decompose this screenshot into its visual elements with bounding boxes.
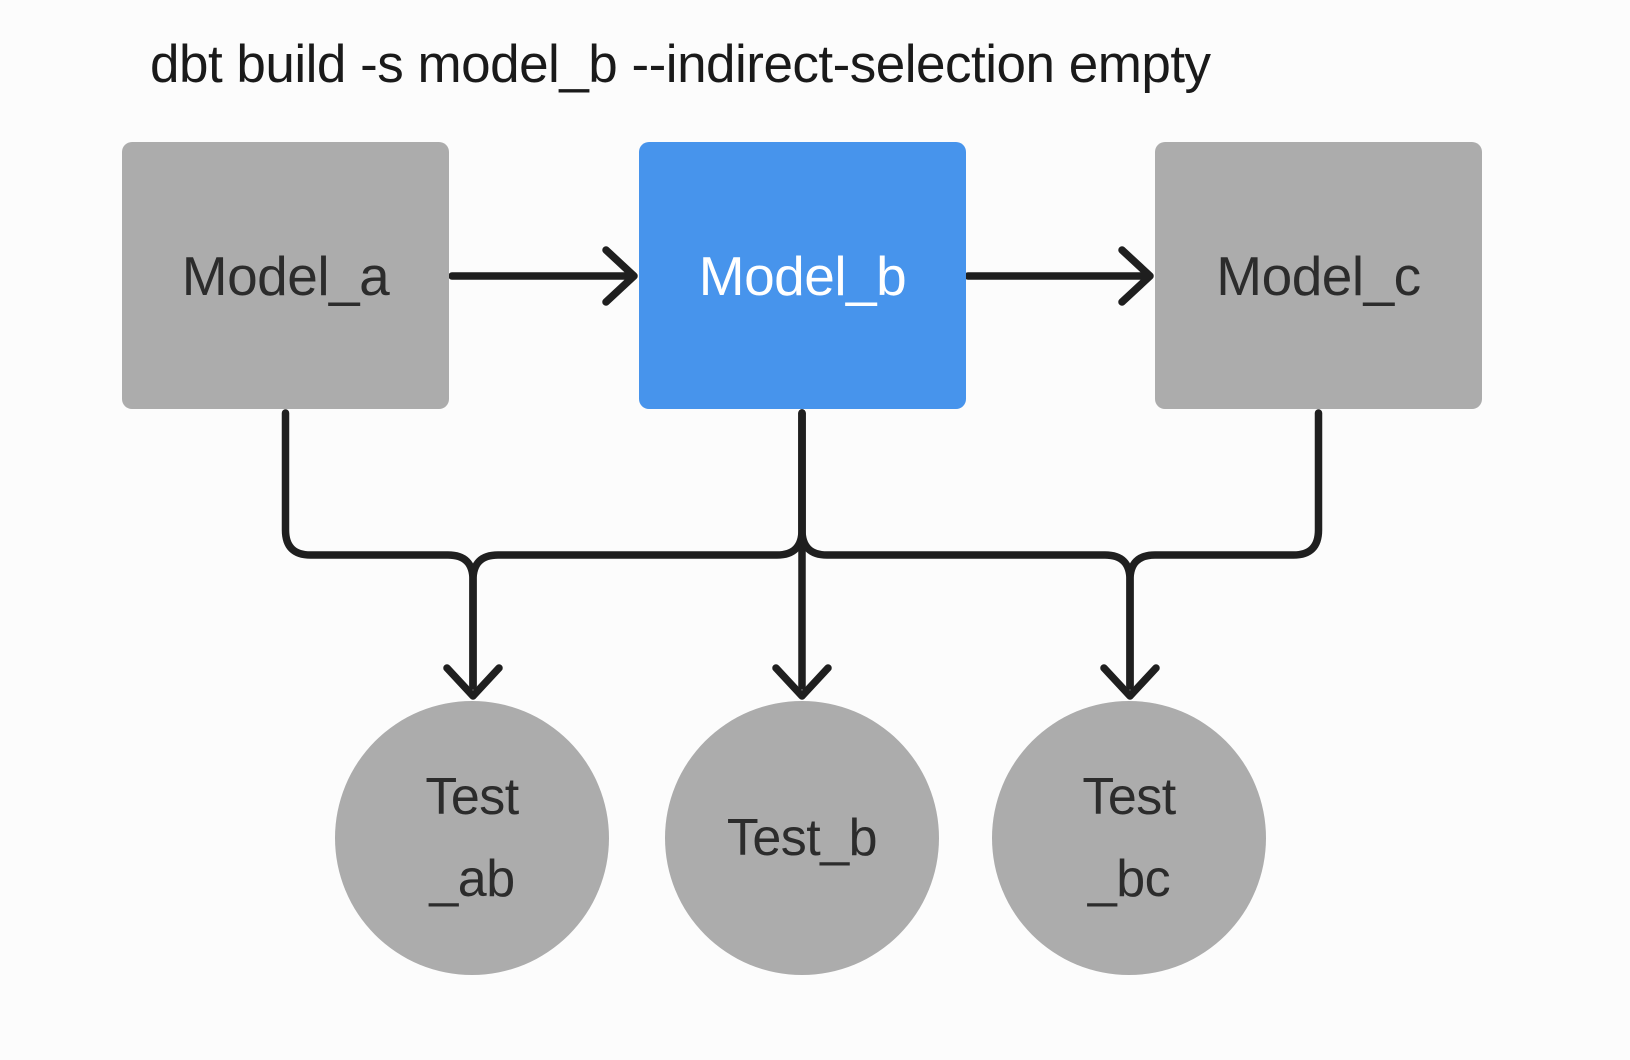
node-test-ab: Test _ab [335, 701, 609, 975]
arrowhead-test_ab-icon [443, 664, 503, 700]
node-model-b-label: Model_b [698, 244, 907, 307]
edge-model_a-test_ab [281, 409, 477, 690]
edge-model_a-model_b [448, 246, 638, 306]
node-model-a-label: Model_a [181, 244, 390, 307]
edge-model_b-test_ab [469, 409, 806, 690]
node-test-b-label: Test_b [726, 808, 878, 867]
arrowhead-test_bc-icon [1100, 664, 1160, 700]
node-model-b-selected: Model_b [639, 142, 966, 409]
diagram-title-command: dbt build -s model_b --indirect-selectio… [150, 35, 1211, 94]
edge-model_b-model_c [964, 246, 1154, 306]
edge-model_b-test_bc [798, 409, 1134, 690]
node-model-c: Model_c [1155, 142, 1482, 409]
node-test-b: Test_b [665, 701, 939, 975]
node-model-a: Model_a [122, 142, 449, 409]
node-test-bc-label: Test _bc [1082, 767, 1176, 908]
node-test-ab-label: Test _ab [425, 767, 519, 908]
arrowhead-test_b-icon [772, 664, 832, 700]
edge-model_c-test_bc [1126, 409, 1323, 690]
node-model-c-label: Model_c [1216, 244, 1421, 307]
node-test-bc: Test _bc [992, 701, 1266, 975]
